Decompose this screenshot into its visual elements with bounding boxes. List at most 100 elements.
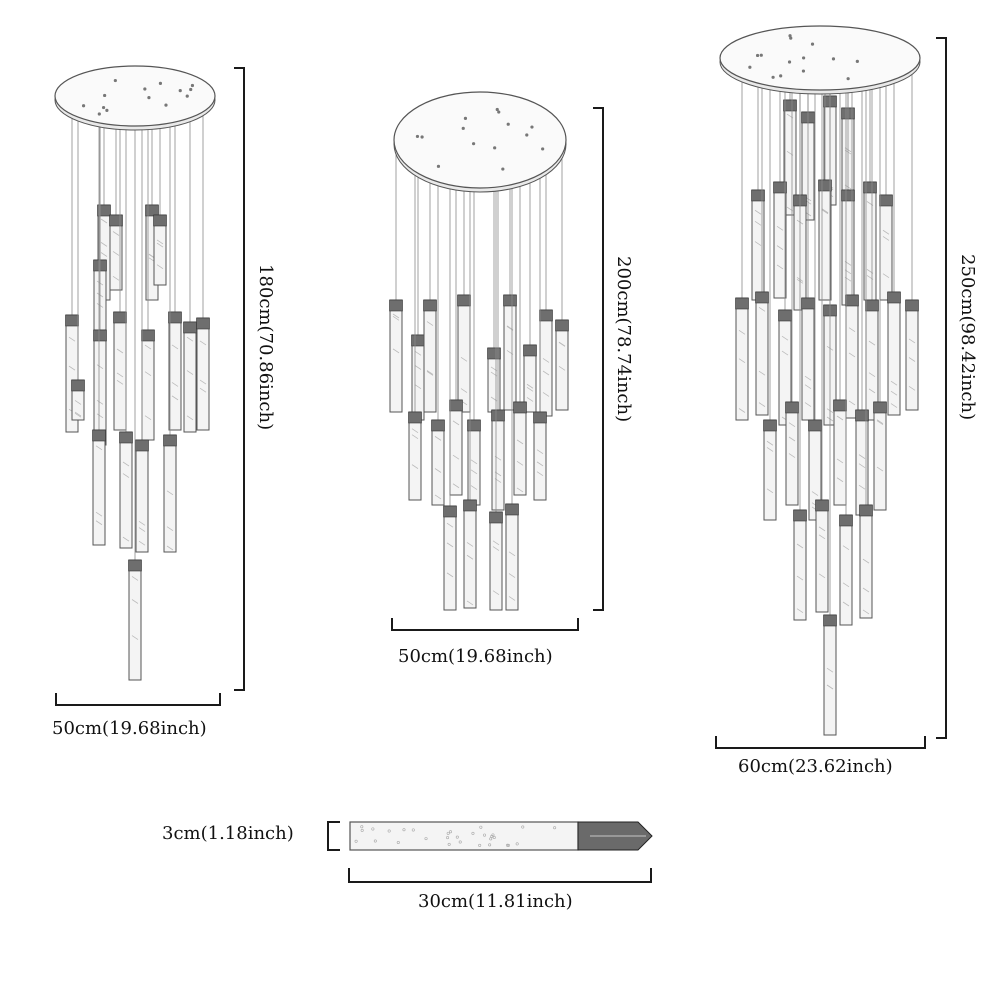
tube-bubble (360, 825, 364, 829)
crystal-tube (773, 181, 787, 299)
bubble-texture (781, 335, 789, 341)
tube-length-label: 30cm(11.81inch) (418, 891, 573, 912)
bubble-texture (818, 534, 826, 540)
bubble-texture (868, 388, 876, 394)
tube-bubble (515, 842, 519, 846)
bubble-texture (138, 527, 146, 532)
bubble-texture (826, 684, 834, 690)
bubble-texture (766, 440, 774, 446)
chandelier-2-height-label: 200cm(78.74inch) (613, 256, 634, 423)
bubble-texture (890, 380, 898, 386)
bubble-texture (95, 511, 103, 517)
metal-cap (833, 399, 847, 412)
crystal-tube (389, 299, 403, 413)
bubble-texture (842, 601, 850, 607)
bubble-texture (526, 386, 534, 392)
bubble-texture (542, 370, 550, 376)
tube-bubble (483, 833, 487, 837)
crystal-tube (196, 317, 210, 431)
bubble-texture (470, 485, 478, 490)
metal-cap (109, 214, 123, 227)
canopy-fixture-dot (525, 133, 529, 137)
bubble-texture (199, 387, 207, 393)
crystal-tube (905, 299, 919, 411)
bubble-texture (508, 596, 516, 601)
metal-cap (119, 431, 133, 444)
bubble-texture (414, 384, 422, 390)
tube-bubble (471, 831, 475, 835)
bubble-texture (492, 546, 500, 551)
bubble-texture (804, 375, 812, 381)
metal-cap (503, 294, 517, 307)
chandelier-2 (389, 91, 604, 631)
tube-bubble (371, 827, 375, 831)
bubble-texture (466, 600, 474, 606)
bubble-texture (776, 245, 784, 250)
canopy-fixture-dot (501, 167, 505, 171)
bubble-texture (776, 264, 784, 270)
bubble-texture (796, 575, 804, 581)
canopy-fixture-dot (801, 69, 806, 73)
metal-cap (873, 401, 887, 414)
crystal-tube (491, 409, 505, 511)
bubble-texture (426, 321, 434, 326)
bubble-texture (818, 573, 826, 579)
bubble-texture (171, 395, 179, 401)
metal-cap (92, 429, 106, 442)
canopy-fixture-dot (420, 135, 424, 139)
bubble-texture (536, 471, 544, 477)
canopy-fixture-dot (759, 53, 763, 57)
bubble-texture (452, 483, 460, 489)
metal-cap (128, 559, 142, 572)
tube-length-bracket (348, 868, 652, 883)
metal-cap (71, 379, 85, 392)
bubble-texture (414, 351, 422, 356)
canopy-fixture-dot (755, 53, 760, 58)
tube-bubble (521, 825, 525, 829)
bubble-texture (542, 392, 550, 397)
bubble-texture (95, 445, 103, 451)
metal-cap (487, 347, 501, 360)
canopy-fixture-dot (105, 108, 109, 112)
bubble-texture (858, 454, 866, 459)
bubble-texture (411, 428, 419, 434)
crystal-tube (818, 179, 832, 301)
chandelier-1 (54, 65, 245, 706)
metal-cap (523, 344, 537, 357)
bubble-texture (434, 494, 442, 500)
metal-cap (859, 504, 873, 517)
bubble-texture (144, 371, 152, 377)
metal-cap (168, 311, 182, 324)
tube-bubble (449, 830, 453, 834)
metal-cap (513, 401, 527, 414)
tube-bubble (402, 828, 406, 832)
metal-cap (457, 294, 471, 307)
bubble-texture (492, 540, 500, 546)
canopy-fixture-dot (497, 110, 501, 114)
bubble-texture (908, 357, 916, 362)
metal-cap (793, 509, 807, 522)
bubble-texture (796, 543, 804, 549)
tube-bubble (478, 843, 482, 847)
crystal-tube (887, 291, 901, 416)
bubble-texture (862, 609, 870, 615)
bubble-texture (818, 526, 826, 532)
metal-cap (778, 309, 792, 322)
metal-cap (823, 614, 837, 627)
canopy-fixture-dot (506, 122, 510, 126)
tube-bubble (387, 829, 391, 833)
bubble-texture (122, 473, 130, 478)
bubble-texture (836, 415, 844, 421)
bubble-texture (558, 341, 566, 347)
bubble-texture (788, 436, 796, 442)
crystal-tube (135, 439, 149, 553)
bubble-texture (516, 439, 524, 445)
crystal-tube (92, 429, 106, 546)
canopy-fixture-dot (748, 65, 752, 69)
chandelier-1-width-label: 50cm(19.68inch) (52, 718, 207, 739)
bubble-texture (466, 554, 474, 560)
tube-bubble (479, 825, 483, 829)
crystal-tube (163, 434, 177, 553)
bubble-texture (758, 306, 766, 312)
canopy-fixture-dot (185, 94, 189, 98)
